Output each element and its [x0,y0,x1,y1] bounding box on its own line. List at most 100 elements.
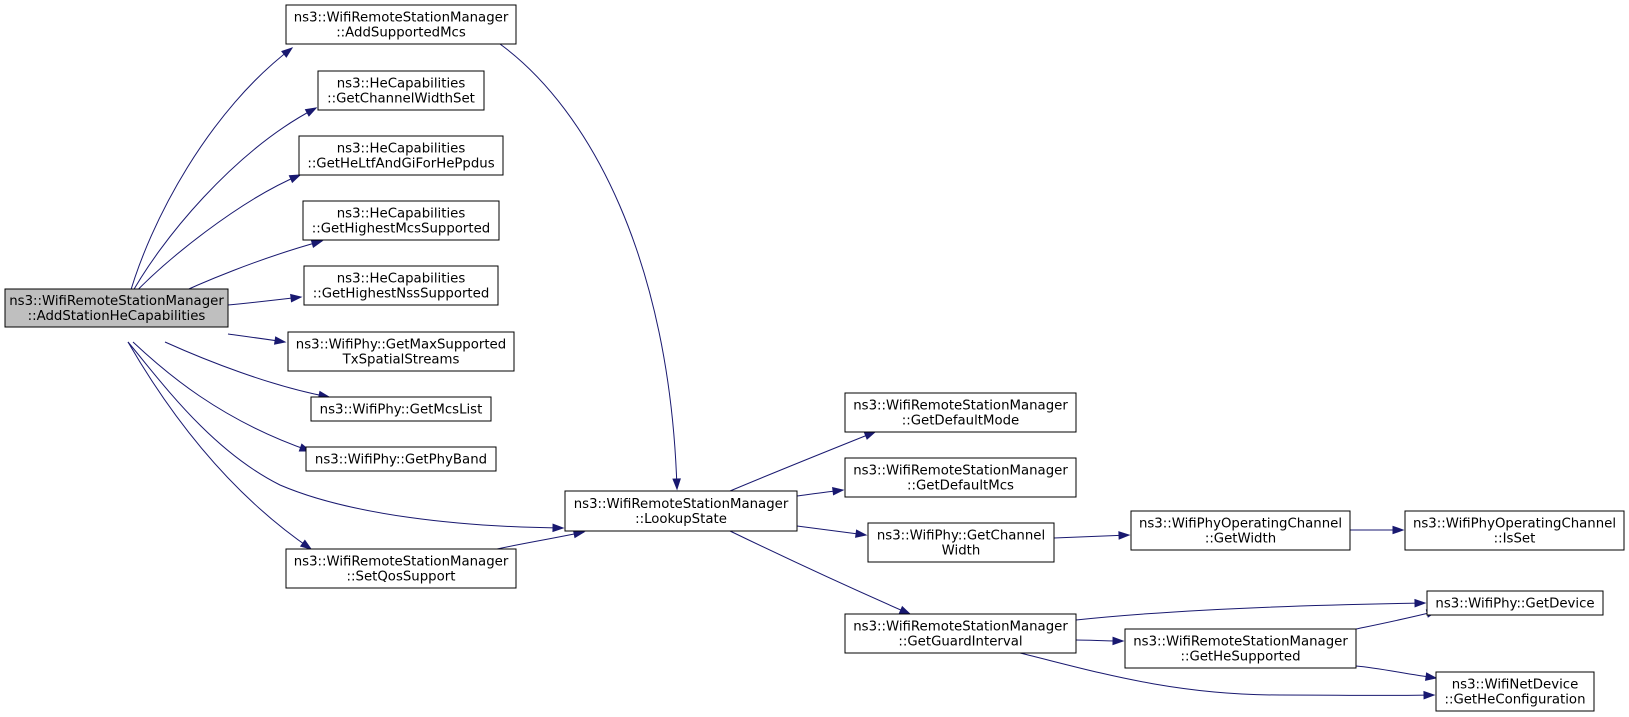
node-label-line: ::GetDefaultMode [902,414,1019,429]
node-addStationHe[interactable]: ns3::WifiRemoteStationManager::AddStatio… [4,288,229,328]
node-getDefaultMcs[interactable]: ns3::WifiRemoteStationManager::GetDefaul… [844,457,1077,498]
node-box [287,331,515,372]
node-label-line: ::GetDefaultMcs [907,479,1014,494]
edge-line [164,341,330,398]
node-label-line: TxSpatialStreams [342,353,460,368]
edge-addStationHe-to-getChannelWidthSet [127,107,318,301]
node-label-line: ns3::WifiPhyOperatingChannel [1139,517,1342,532]
edge-addStationHe-to-setQosSupport [127,341,313,550]
node-getMcsList[interactable]: ns3::WifiPhy::GetMcsList [310,396,492,422]
node-label-line: ::SetQosSupport [347,570,456,585]
arrow-head-icon [1414,598,1427,608]
edge-getChannelWidth-to-opChanGetWidth [1053,531,1131,540]
node-label-line: ::GetHeConfiguration [1444,693,1585,708]
arrow-head-icon [898,605,912,615]
node-box [844,613,1077,654]
node-label-line: ::AddStationHeCapabilities [28,309,206,324]
arrow-head-icon [1118,531,1131,540]
node-label-line: ::GetWidth [1205,532,1276,547]
edge-line [127,174,301,301]
arrow-head-icon [1425,672,1438,681]
arrow-head-icon [290,293,303,303]
edge-line [729,431,876,492]
node-label-line: ns3::WifiPhy::GetDevice [1435,597,1594,612]
node-opChanIsSet[interactable]: ns3::WifiPhyOperatingChannel::IsSet [1404,510,1625,551]
arrow-head-icon [1392,525,1405,535]
node-getHeSupported[interactable]: ns3::WifiRemoteStationManager::GetHeSupp… [1124,628,1357,669]
arrow-head-icon [552,523,565,533]
node-getMaxSpatial[interactable]: ns3::WifiPhy::GetMaxSupportedTxSpatialSt… [287,331,515,372]
node-box [298,135,504,176]
node-box [844,392,1077,433]
node-box [4,288,229,328]
node-getChannelWidthSet[interactable]: ns3::HeCapabilities::GetChannelWidthSet [317,70,485,111]
node-label-line: ns3::WifiNetDevice [1452,678,1579,693]
node-getDefaultMode[interactable]: ns3::WifiRemoteStationManager::GetDefaul… [844,392,1077,433]
node-label-line: ::GetHighestMcsSupported [312,222,490,237]
arrow-head-icon [832,486,845,496]
edge-line [127,341,312,550]
node-box [302,200,500,241]
arrow-head-icon [304,107,318,117]
node-getChannelWidth[interactable]: ns3::WifiPhy::GetChannelWidth [867,522,1055,563]
arrow-head-icon [855,529,868,538]
edge-addStationHe-to-getHighestNss [227,293,303,306]
edge-getGuardInterval-to-getHeConfiguration [1019,652,1436,700]
edge-addStationHe-to-lookupState [127,341,565,533]
node-getGuardInterval[interactable]: ns3::WifiRemoteStationManager::GetGuardI… [844,613,1077,654]
node-label-line: ns3::WifiPhy::GetPhyBand [315,453,487,468]
node-label-line: ::GetHighestNssSupported [313,287,490,302]
node-label-line: ns3::HeCapabilities [337,207,466,222]
edge-line [729,530,911,615]
node-label-line: ns3::WifiRemoteStationManager [853,464,1068,479]
edge-line [127,107,317,301]
node-lookupState[interactable]: ns3::WifiRemoteStationManager::LookupSta… [564,490,798,532]
node-setQosSupport[interactable]: ns3::WifiRemoteStationManager::SetQosSup… [285,548,517,589]
edge-setQosSupport-to-lookupState [496,529,586,550]
node-box [867,522,1055,563]
arrow-head-icon [1423,690,1436,700]
arrow-head-icon [281,47,294,58]
node-getHeConfiguration[interactable]: ns3::WifiNetDevice::GetHeConfiguration [1435,671,1595,712]
node-opChanGetWidth[interactable]: ns3::WifiPhyOperatingChannel::GetWidth [1130,510,1351,551]
node-getHighestMcs[interactable]: ns3::HeCapabilities::GetHighestMcsSuppor… [302,200,500,241]
edge-line [1075,602,1426,621]
edge-addSupportedMcs-to-lookupState [499,43,681,491]
node-getPhyBand[interactable]: ns3::WifiPhy::GetPhyBand [305,446,497,472]
edge-line [1355,665,1437,679]
edge-line [132,341,311,452]
node-label-line: ::IsSet [1494,532,1536,547]
edge-line [127,47,293,301]
arrow-head-icon [1112,636,1125,646]
node-label-line: ns3::WifiRemoteStationManager [1133,635,1348,650]
node-getHeLtf[interactable]: ns3::HeCapabilities::GetHeLtfAndGiForHeP… [298,135,504,176]
edge-line [1019,652,1435,696]
edge-addStationHe-to-getHeLtf [127,174,302,301]
node-label-line: ns3::WifiRemoteStationManager [853,620,1068,635]
node-label-line: ns3::WifiRemoteStationManager [853,399,1068,414]
node-label-line: ns3::WifiPhy::GetMaxSupported [296,338,506,353]
node-box [1435,671,1595,712]
node-box [1426,590,1604,616]
node-label-line: ::GetGuardInterval [898,635,1022,650]
arrow-head-icon [299,539,313,550]
node-label-line: ::GetChannelWidthSet [327,92,475,107]
node-label-line: ns3::WifiPhyOperatingChannel [1413,517,1616,532]
node-box [310,396,492,422]
node-box [564,490,798,532]
node-box [317,70,485,111]
node-getDevice[interactable]: ns3::WifiPhy::GetDevice [1426,590,1604,616]
edge-addStationHe-to-getMaxSpatial [227,333,287,345]
node-addSupportedMcs[interactable]: ns3::WifiRemoteStationManager::AddSuppor… [285,4,517,45]
node-box [305,446,497,472]
node-label-line: ns3::WifiPhy::GetMcsList [320,403,483,418]
node-label-line: ns3::WifiRemoteStationManager [574,497,789,512]
node-box [1124,628,1357,669]
node-getHighestNss[interactable]: ns3::HeCapabilities::GetHighestNssSuppor… [303,265,499,306]
edge-line [227,296,302,306]
node-label-line: Width [942,544,981,559]
node-label-line: ns3::HeCapabilities [337,272,466,287]
edges-layer [127,43,1439,700]
node-box [1130,510,1351,551]
